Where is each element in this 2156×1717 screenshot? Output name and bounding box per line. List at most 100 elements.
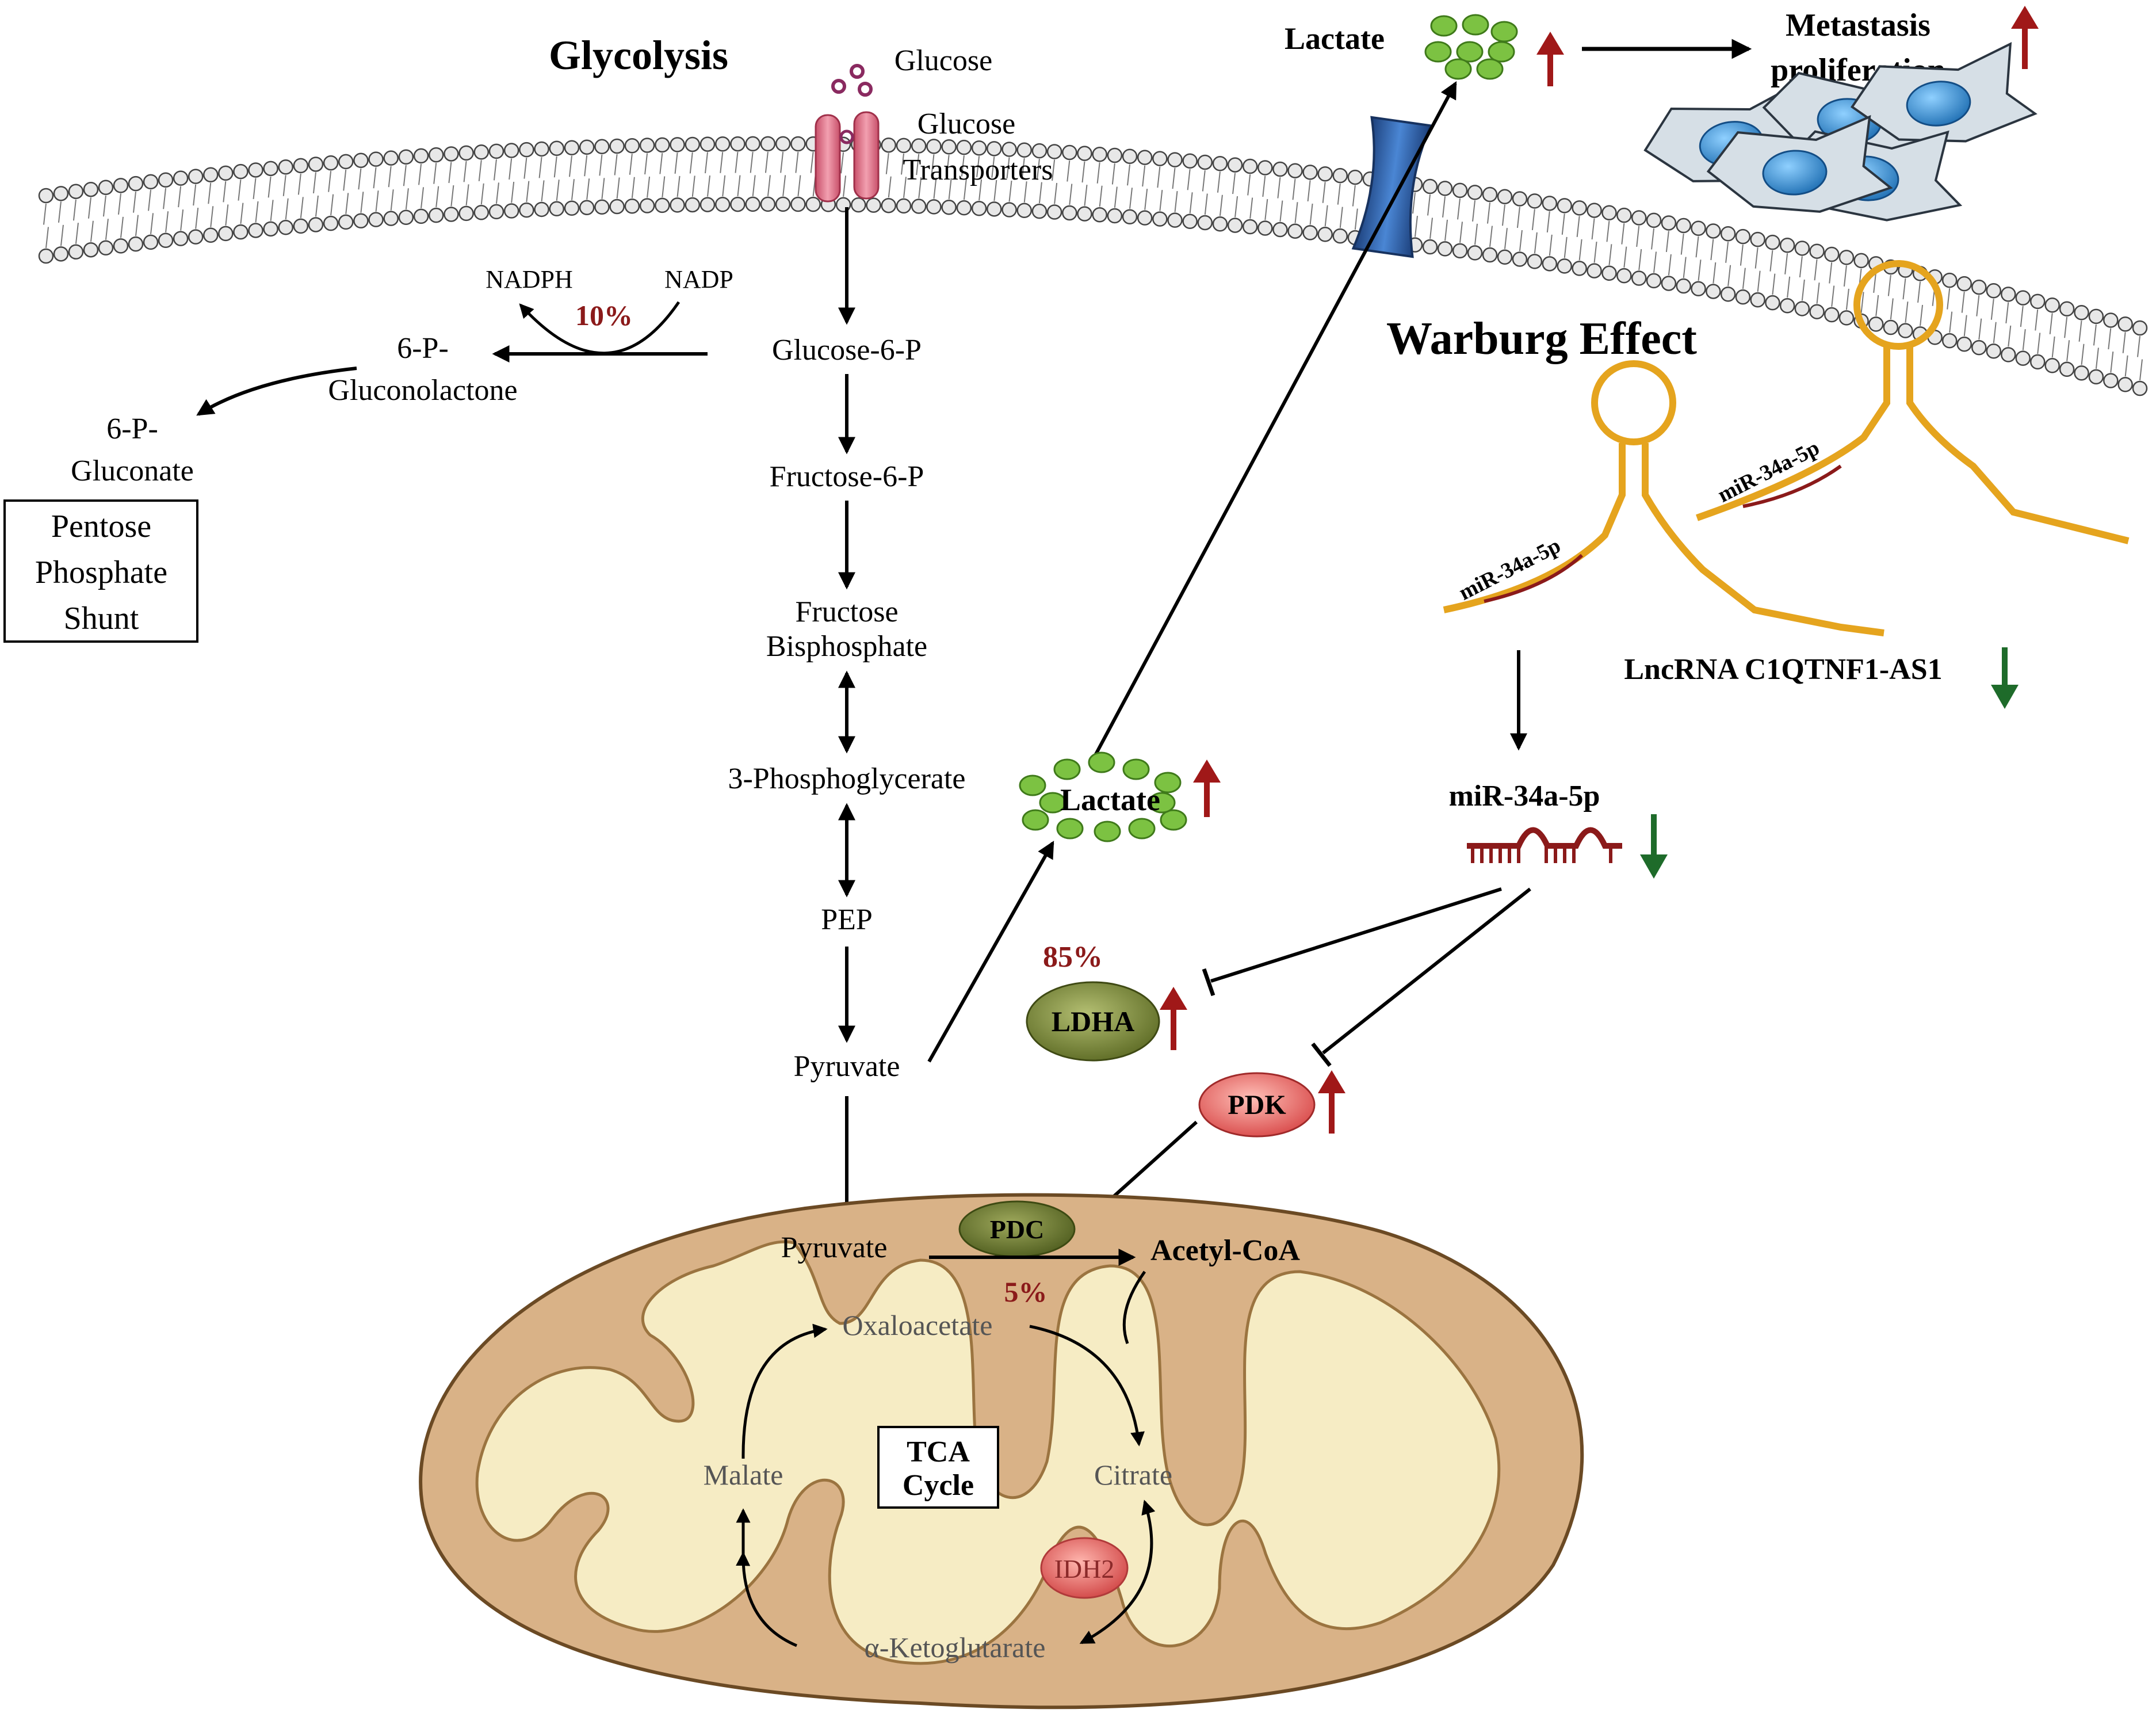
pentose-branch: NADPH NADP 10% 6-P- Gluconolactone 6-P- … [3, 265, 733, 643]
lipid-head [473, 144, 490, 160]
cell-nucleus [1906, 81, 1971, 127]
lipid-tail [764, 151, 769, 173]
lactate-molecule [1424, 41, 1452, 63]
lipid-tail [976, 156, 980, 177]
lipid-tail [840, 152, 844, 174]
lipid-head [881, 197, 897, 213]
lipid-tail [737, 175, 741, 197]
lipid-tail [148, 189, 152, 211]
lipid-head [1765, 234, 1780, 250]
lipid-tail [1008, 180, 1012, 202]
lipid-head [1572, 261, 1587, 276]
lactate-mid-up-arrow [1193, 760, 1221, 817]
glycolysis-title: Glycolysis [549, 32, 728, 78]
lipid-tail [1727, 265, 1731, 287]
lipid-head [1137, 150, 1153, 165]
lipid-head [413, 148, 429, 164]
lipid-head [564, 200, 580, 216]
lipid-tail [58, 201, 62, 223]
lipid-head [248, 162, 263, 178]
lipid-tail [1653, 251, 1657, 273]
lipid-head [2132, 320, 2148, 336]
lipid-tail [1442, 196, 1446, 218]
lipid-head [609, 199, 625, 215]
lipid-head [1122, 209, 1138, 225]
lipid-head [1497, 249, 1513, 265]
gluconolactone-label-2: Gluconolactone [328, 374, 517, 407]
lipid-tail [946, 155, 950, 176]
lipid-head [1212, 216, 1228, 232]
lipid-head [1809, 243, 1825, 259]
lipid-tail [797, 175, 801, 197]
lipid-head [805, 196, 821, 212]
lipid-tail [767, 175, 771, 196]
pdk-node: PDK [1077, 1070, 1345, 1231]
lipid-tail [2095, 348, 2099, 369]
lipid-head [1257, 160, 1273, 175]
lipid-head [1107, 147, 1123, 163]
lipid-tail [1564, 236, 1568, 258]
lipid-tail [1054, 182, 1058, 204]
lipid-tail [2122, 332, 2126, 353]
lipid-head [1197, 154, 1213, 170]
lipid-tail [1799, 256, 1803, 278]
lipid-head [1031, 203, 1048, 219]
lipid-tail [345, 193, 349, 215]
lipid-tail [584, 155, 588, 177]
lipid-tail [102, 195, 106, 217]
lipid-head [760, 196, 776, 212]
lipid-head [1347, 169, 1363, 185]
lipid-tail [1187, 169, 1191, 190]
lipid-head [1422, 178, 1438, 194]
lipid-head [188, 169, 204, 184]
lipid-tail [1217, 171, 1221, 193]
cell-membrane [38, 136, 2148, 396]
lipid-head [444, 207, 459, 222]
lactate-molecule [1430, 15, 1458, 37]
lipid-head [911, 138, 927, 154]
lactate-channel [1351, 116, 1433, 258]
lipid-tail [1232, 173, 1236, 194]
lipid-tail [963, 178, 967, 200]
glucose-molecules [831, 64, 873, 97]
lipid-tail [238, 180, 242, 201]
lipid-tail [810, 152, 814, 173]
lipid-head [503, 143, 519, 158]
idh2-label: IDH2 [1054, 1554, 1115, 1584]
lipid-head [1242, 219, 1258, 235]
lipid-head [1242, 158, 1258, 174]
lipid-tail [1698, 260, 1702, 281]
lipid-tail [297, 173, 301, 195]
lipid-head [2059, 301, 2075, 317]
lipid-tail [388, 166, 392, 188]
lipid-head [1941, 333, 1958, 349]
lipid-head [1661, 215, 1677, 231]
lipid-tail [2078, 320, 2082, 342]
lipid-head [1601, 205, 1617, 221]
lipid-head [1287, 163, 1303, 178]
lipid-head [1587, 263, 1602, 278]
lipid-head [956, 200, 972, 216]
lipid-head [1452, 243, 1468, 259]
lipid-tail [1519, 230, 1523, 251]
lipid-tail [1534, 232, 1538, 254]
step-fructose-6-p: Fructose-6-P [770, 460, 924, 493]
lipid-tail [541, 180, 545, 202]
lipid-tail [1608, 244, 1612, 265]
lipid-head [730, 196, 746, 212]
lipid-tail [1591, 218, 1595, 240]
lipid-tail [72, 199, 77, 221]
lipid-head [458, 145, 474, 161]
lipid-tail [1787, 276, 1791, 298]
lipid-head [745, 196, 760, 212]
lipid-head [1212, 155, 1228, 171]
mirna-down-arrow [1640, 814, 1668, 879]
lipid-tail [691, 175, 695, 197]
lipid-tail [435, 186, 439, 208]
lipid-head [1107, 208, 1123, 224]
lipid-head [1735, 289, 1751, 305]
lipid-tail [631, 177, 635, 199]
lipid-head [488, 204, 504, 220]
lipid-head [68, 244, 84, 260]
lipid-tail [1504, 228, 1508, 249]
